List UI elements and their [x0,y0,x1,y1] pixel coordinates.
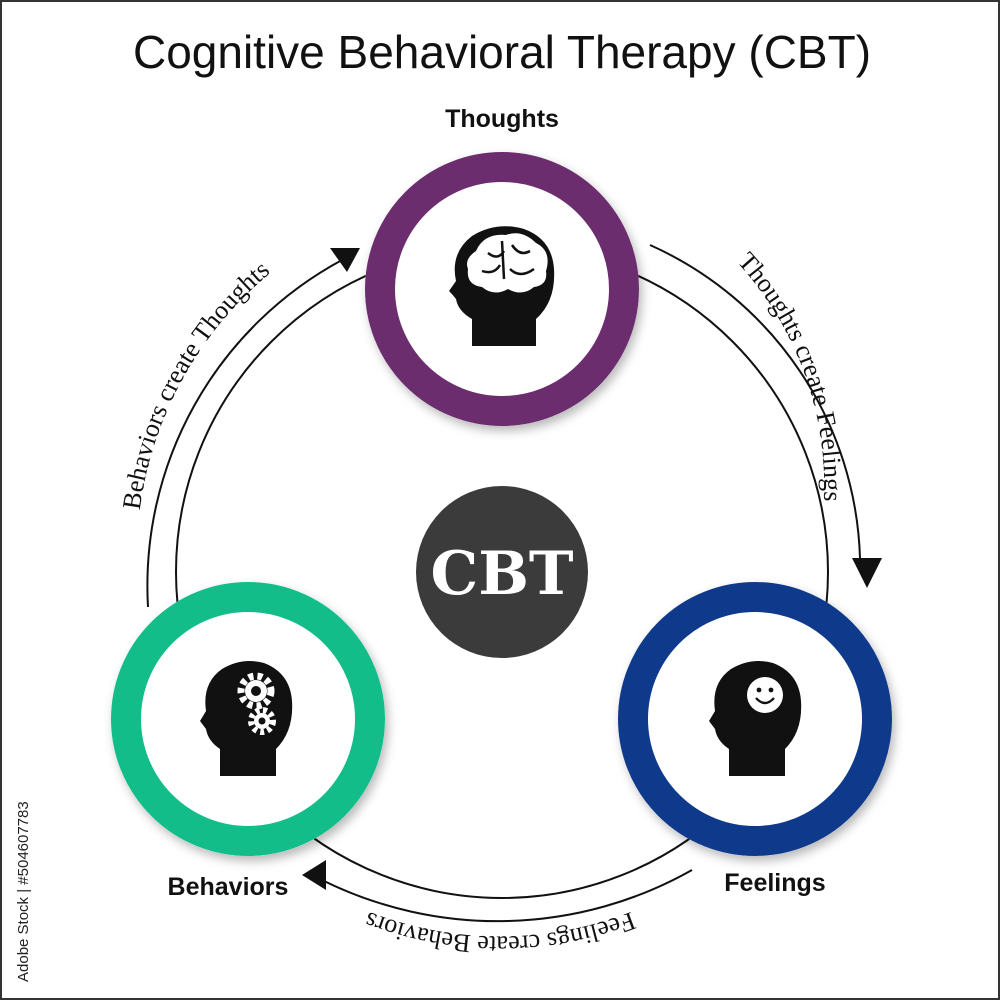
arrow-head-feelings [852,558,882,588]
caption-behaviors-create-thoughts: Behaviors create Thoughts [117,255,275,512]
head-smile-icon [709,661,802,776]
node-feelings-label: Feelings [724,869,825,897]
node-behaviors [111,582,385,856]
node-thoughts [365,152,639,426]
arrow-head-thoughts [330,248,360,272]
cbt-center-label: CBT [430,539,573,609]
head-gears-icon [200,661,293,776]
cbt-center-disc [416,486,588,658]
caption-feelings-create-behaviors: Feelings create Behaviors [361,906,640,959]
arrow-head-behaviors [302,860,326,890]
stock-id-text: Adobe Stock | #504607783 [15,801,32,982]
node-thoughts-label: Thoughts [445,105,559,133]
arrow-arc-behaviors-to-thoughts [146,259,343,608]
page-title: Cognitive Behavioral Therapy (CBT) [133,26,871,78]
caption-thoughts-create-feelings: Thoughts create Feelings [732,247,847,502]
arrow-arc-feelings-to-behaviors [321,869,693,923]
node-feelings [618,582,892,856]
arrow-arc-thoughts-to-feelings [649,244,861,559]
head-brain-icon [449,226,555,346]
node-behaviors-label: Behaviors [168,873,289,901]
